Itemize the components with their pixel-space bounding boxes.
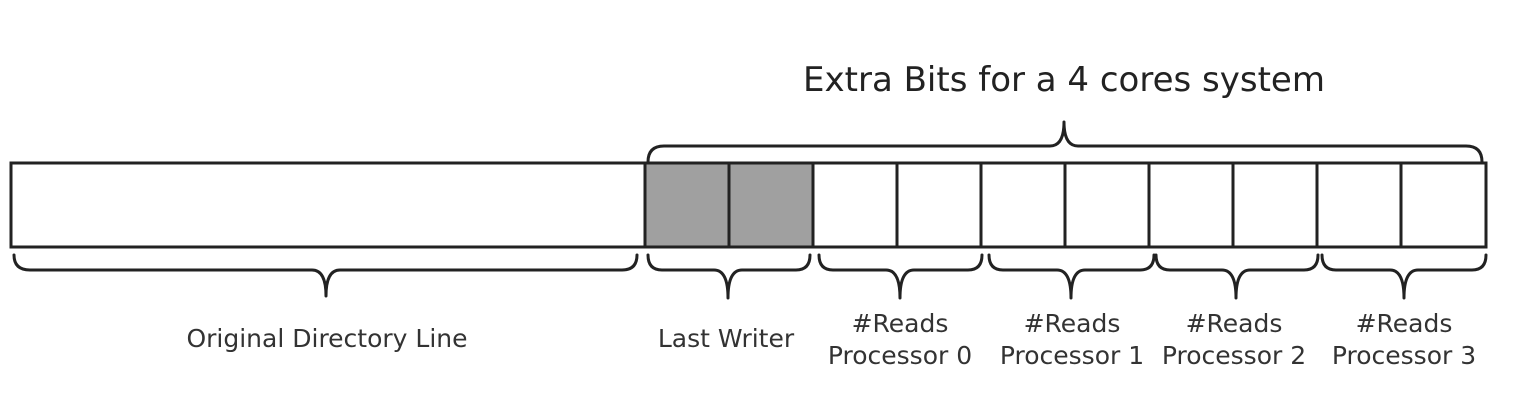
reads-p3-label-line1: #Reads	[1356, 309, 1453, 338]
reads-p1-label-line2: Processor 1	[1000, 341, 1144, 370]
reads-p3-label-line2: Processor 3	[1332, 341, 1476, 370]
last-writer-bit-0	[645, 164, 729, 246]
reads-p0-label-line2: Processor 0	[828, 341, 972, 370]
reads-p2-brace	[1154, 253, 1320, 300]
reads-p2-label-line1: #Reads	[1186, 309, 1283, 338]
reads-p1-label-line1: #Reads	[1024, 309, 1121, 338]
last-writer-brace	[646, 253, 812, 300]
reads-p1-brace	[987, 253, 1156, 300]
diagram-title: Extra Bits for a 4 cores system	[803, 60, 1325, 100]
extra-bits-brace	[646, 120, 1484, 164]
reads-p2-label-line2: Processor 2	[1162, 341, 1306, 370]
reads-p0-label-line1: #Reads	[852, 309, 949, 338]
original-line-brace	[12, 253, 639, 298]
last-writer-bit-1	[729, 164, 813, 246]
reads-p0-brace	[817, 253, 984, 300]
last-writer-label: Last Writer	[658, 324, 795, 353]
reads-p3-brace	[1320, 253, 1488, 300]
original-directory-line-label: Original Directory Line	[186, 324, 467, 353]
